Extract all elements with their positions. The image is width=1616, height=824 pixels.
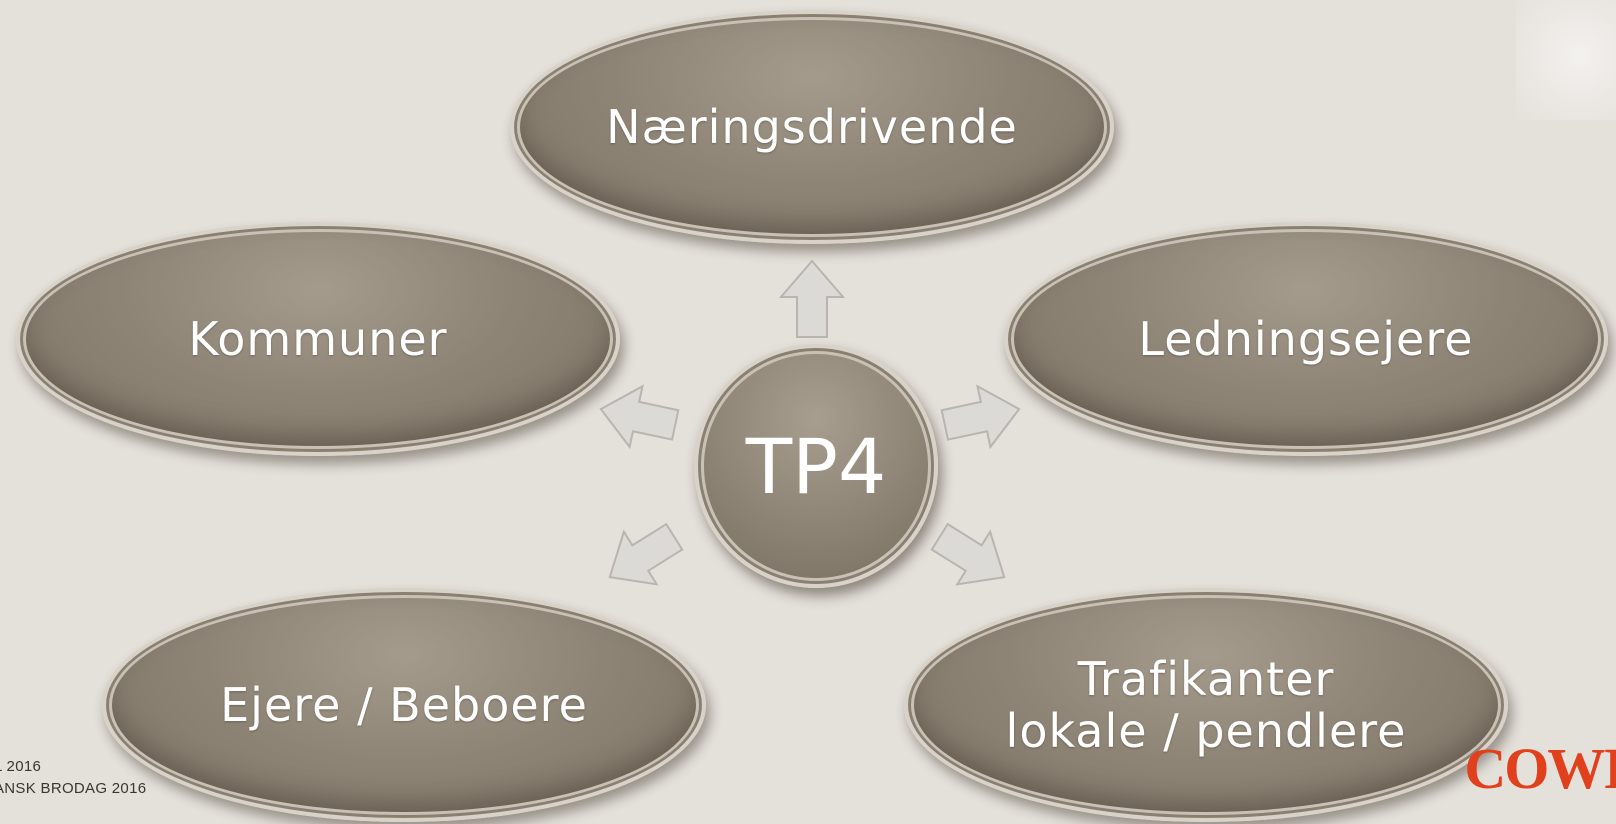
node-trafikanter-line1: Trafikanter — [1077, 652, 1335, 706]
node-ledningsejere-label: Ledningsejere — [1138, 312, 1474, 366]
arrow-right-up-icon — [938, 379, 1025, 455]
footer-line-2: ANSK BRODAG 2016 — [0, 780, 147, 797]
arrow-left-up-icon — [594, 379, 681, 455]
node-ejere-beboere-label: Ejere / Beboere — [220, 678, 588, 732]
arrow-left-down-icon — [593, 511, 690, 604]
node-trafikanter-line2: lokale / pendlere — [1005, 704, 1407, 758]
node-ejere-beboere: Ejere / Beboere — [102, 588, 706, 822]
node-trafikanter: Trafikanter lokale / pendlere — [904, 588, 1508, 822]
footer-line-1: L 2016 — [0, 758, 42, 775]
center-hub-label: TP4 — [745, 421, 887, 511]
node-naeringsdrivende: Næringsdrivende — [510, 10, 1114, 244]
center-hub: TP4 — [694, 344, 938, 588]
node-kommuner-label: Kommuner — [188, 312, 448, 366]
arrow-right-down-icon — [923, 511, 1020, 604]
node-naeringsdrivende-label: Næringsdrivende — [606, 100, 1018, 154]
corner-highlight — [1516, 0, 1616, 120]
node-trafikanter-label: Trafikanter lokale / pendlere — [1006, 653, 1407, 757]
cowi-logo: COWI — [1464, 736, 1616, 801]
node-kommuner: Kommuner — [16, 222, 620, 456]
arrow-up-icon — [778, 259, 846, 338]
node-ledningsejere: Ledningsejere — [1004, 222, 1608, 456]
